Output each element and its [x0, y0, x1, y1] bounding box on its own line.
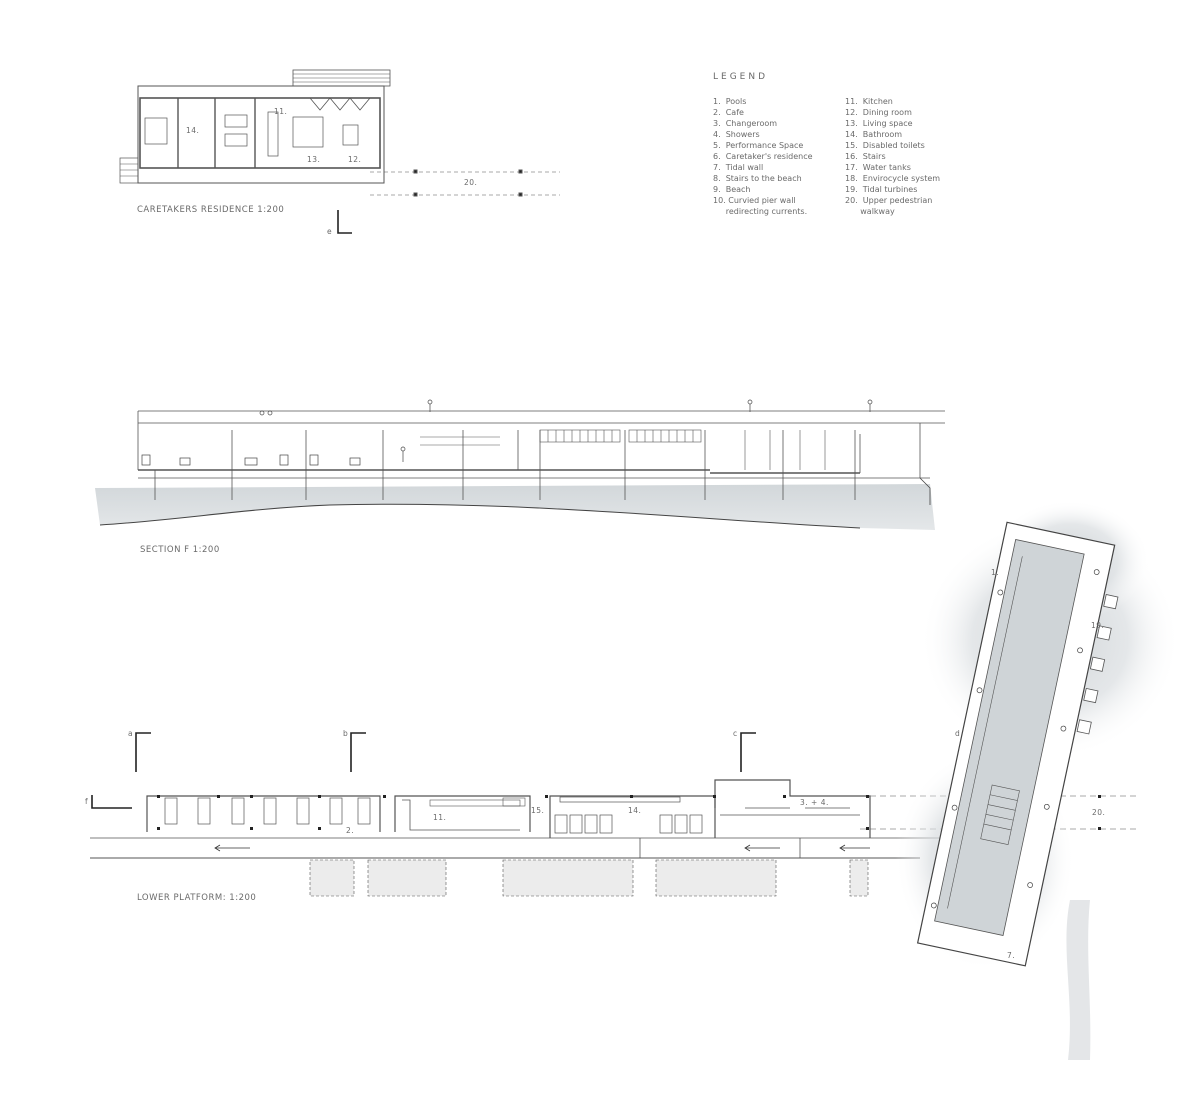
legend-item: 10. Curvied pier wall — [713, 196, 796, 205]
room-tag-bathroom-lower: 14. — [628, 806, 642, 815]
legend-item: 8. Stairs to the beach — [713, 174, 802, 183]
section-marker-a: a — [128, 729, 134, 738]
room-tag-disabled-toilets: 15. — [531, 806, 545, 815]
legend-item: 7. Tidal wall — [713, 163, 764, 172]
section-marker-e: e — [327, 227, 333, 236]
room-tag-pools: 1. — [991, 568, 1000, 577]
section-marker-d: d — [955, 729, 961, 738]
legend-item: 11. Kitchen — [845, 97, 893, 106]
legend-item: 13. Living space — [845, 119, 913, 128]
room-tag-walkway: 20. — [464, 178, 478, 187]
legend-item: 1. Pools — [713, 97, 747, 106]
pool-pier — [895, 500, 1180, 1060]
legend-item: 2. Cafe — [713, 108, 744, 117]
room-tag-cafe: 2. — [346, 826, 355, 835]
section-marker-f: f — [85, 797, 89, 806]
lower-platform-plan — [90, 732, 1140, 897]
section-figures — [141, 399, 873, 466]
legend-item: redirecting currents. — [713, 207, 808, 216]
room-tag-tidal-turbines: 19. — [1091, 621, 1105, 630]
legend-item: 3. Changeroom — [713, 119, 778, 128]
shower-cubicles — [554, 796, 703, 834]
legend-title: LEGEND — [713, 72, 769, 82]
legend-item: 12. Dining room — [845, 108, 912, 117]
legend-item: 19. Tidal turbines — [845, 185, 918, 194]
section-f-title: SECTION F 1:200 — [140, 545, 220, 555]
room-tag-bathroom: 14. — [186, 126, 200, 135]
legend: LEGEND 1. Pools 2. Cafe 3. Changeroom 4.… — [713, 72, 995, 217]
legend-item: 9. Beach — [713, 185, 751, 194]
room-tag-living: 13. — [307, 155, 321, 164]
legend-item: 4. Showers — [713, 130, 760, 139]
room-tag-tidal-wall: 7. — [1007, 951, 1016, 960]
legend-item: 15. Disabled toilets — [845, 141, 925, 150]
legend-item: 18. Envirocycle system — [845, 174, 941, 183]
lower-platform-title: LOWER PLATFORM: 1:200 — [137, 893, 257, 903]
room-tag-kitchen: 11. — [274, 107, 288, 116]
legend-item: 20. Upper pedestrian — [845, 196, 933, 205]
section-f-drawing — [95, 399, 945, 530]
legend-item: 17. Water tanks — [845, 163, 911, 172]
legend-item: 14. Bathroom — [845, 130, 903, 139]
room-tag-changeroom-showers: 3. + 4. — [800, 798, 829, 807]
section-marker-c: c — [733, 729, 738, 738]
water-body — [95, 484, 935, 530]
legend-column-2: 11. Kitchen 12. Dining room 13. Living s… — [845, 96, 995, 217]
lower-columns — [157, 795, 1101, 830]
caretakers-residence-title: CARETAKERS RESIDENCE 1:200 — [137, 205, 285, 215]
tidal-turbines — [1076, 594, 1119, 735]
legend-item: walkway — [845, 207, 895, 216]
legend-item: 16. Stairs — [845, 152, 886, 161]
room-tag-kitchen-lower: 11. — [433, 813, 447, 822]
legend-item: 6. Caretaker's residence — [713, 152, 813, 161]
cafe-tables — [164, 797, 371, 825]
room-tag-upper-walkway: 20. — [1092, 808, 1106, 817]
legend-item: 5. Performance Space — [713, 141, 804, 150]
section-marker-b: b — [343, 729, 349, 738]
room-tag-dining: 12. — [348, 155, 362, 164]
caretakers-residence-plan — [119, 69, 560, 234]
lower-pontoons — [309, 859, 869, 897]
legend-column-1: 1. Pools 2. Cafe 3. Changeroom 4. Shower… — [713, 96, 863, 217]
